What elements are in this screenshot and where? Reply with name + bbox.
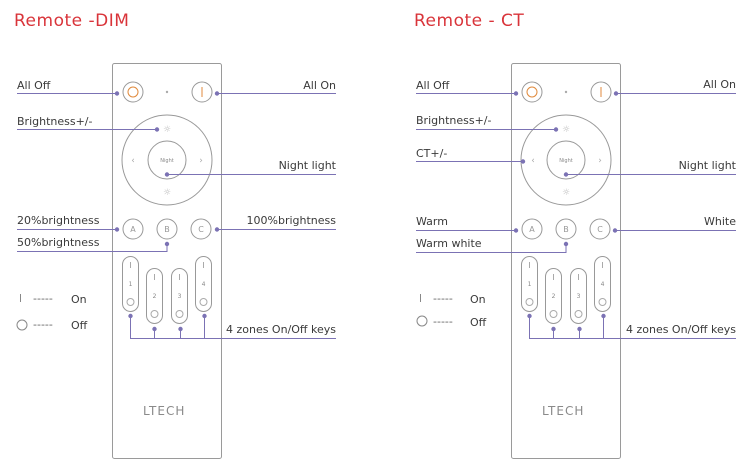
zone-3-key <box>171 268 188 324</box>
dim-legend-dashes-off: ----- <box>33 318 53 331</box>
ct-label-night: Night light <box>678 159 736 172</box>
ct-title: Remote - CT <box>414 11 525 31</box>
dim-legend-on: On <box>71 293 87 306</box>
svg-text:B: B <box>164 225 170 234</box>
all-on-button <box>590 81 612 103</box>
ct-legend-off: Off <box>470 316 487 329</box>
dim-legend-dashes-on: ----- <box>33 292 53 305</box>
svg-text:2: 2 <box>153 293 157 300</box>
night-button <box>546 140 586 180</box>
zone-1-key <box>521 256 538 312</box>
zone-2-key <box>545 268 562 324</box>
svg-text:4: 4 <box>601 281 605 288</box>
brightness-down-icon: ☼ <box>562 188 570 198</box>
dim-label-night: Night light <box>278 159 336 172</box>
ct-leader-dots <box>513 91 619 332</box>
dim-leader-dots <box>114 91 220 332</box>
ct-label-brightness: Brightness+/- <box>416 114 492 127</box>
dim-label-c: 100%brightness <box>246 214 336 227</box>
all-off-button <box>521 81 543 103</box>
zone-2-key <box>146 268 163 324</box>
c-button <box>190 218 212 240</box>
ct-label-ct: CT+/- <box>416 147 448 160</box>
remote-body <box>112 63 222 459</box>
dim-brand-logo: LTECH <box>143 404 186 418</box>
off-icon <box>526 86 538 98</box>
ct-label-all-on: All On <box>703 78 736 91</box>
dim-label-brightness: Brightness+/- <box>17 115 93 128</box>
all-on-button <box>191 81 213 103</box>
dim-title: Remote -DIM <box>14 11 130 31</box>
ct-brand-logo: LTECH <box>542 404 585 418</box>
dim-label-a: 20%brightness <box>17 214 100 227</box>
c-button <box>589 218 611 240</box>
ct-legend-on: On <box>470 293 486 306</box>
zone-4-key <box>594 256 611 312</box>
svg-text:1: 1 <box>528 281 532 288</box>
svg-text:B: B <box>563 225 569 234</box>
remote-body <box>511 63 621 459</box>
svg-text:4: 4 <box>202 281 206 288</box>
left-arrow-icon: ‹ <box>531 156 535 166</box>
svg-text:1: 1 <box>129 281 133 288</box>
dim-label-b: 50%brightness <box>17 236 100 249</box>
control-ring <box>520 114 612 206</box>
svg-text:A: A <box>529 225 535 234</box>
a-button <box>122 218 144 240</box>
svg-text:Night: Night <box>559 158 572 164</box>
night-label: Night <box>160 158 173 164</box>
zone-4-key <box>195 256 212 312</box>
ct-label-zones: 4 zones On/Off keys <box>625 323 736 336</box>
right-arrow-icon: › <box>598 156 602 166</box>
legend-off-icon <box>16 319 28 331</box>
legend-off-icon <box>416 315 428 327</box>
ct-label-b: Warm white <box>416 237 482 250</box>
svg-text:3: 3 <box>178 293 182 300</box>
indicator-led <box>165 90 169 94</box>
brightness-down-icon: ☼ <box>163 188 171 198</box>
dim-label-all-on: All On <box>303 79 336 92</box>
dim-legend-off: Off <box>71 319 88 332</box>
left-arrow-icon: ‹ <box>131 156 135 166</box>
dim-label-all-off: All Off <box>17 79 51 92</box>
indicator-led <box>564 90 568 94</box>
dim-remote: Night ‹ › ☼ ☼ A B C 1 2 3 4 <box>112 63 222 459</box>
ct-label-all-off: All Off <box>416 79 450 92</box>
ct-legend-dashes-off: ----- <box>433 315 453 328</box>
brightness-up-icon: ☼ <box>163 125 171 135</box>
ct-label-c: White <box>704 215 736 228</box>
all-off-button <box>122 81 144 103</box>
b-button <box>156 218 178 240</box>
off-icon <box>127 86 139 98</box>
ct-label-a: Warm <box>416 215 448 228</box>
a-button <box>521 218 543 240</box>
ct-remote: Night ‹ › ☼ ☼ A B C 1 2 3 4 <box>511 63 621 459</box>
control-ring <box>121 114 213 206</box>
b-button <box>555 218 577 240</box>
svg-text:3: 3 <box>577 293 581 300</box>
ct-legend-dashes-on: ----- <box>433 292 453 305</box>
svg-text:C: C <box>597 225 603 234</box>
night-button <box>147 140 187 180</box>
dim-leaders <box>17 93 336 339</box>
svg-text:A: A <box>130 225 136 234</box>
brightness-up-icon: ☼ <box>562 125 570 135</box>
svg-text:C: C <box>198 225 204 234</box>
zone-1-key <box>122 256 139 312</box>
right-arrow-icon: › <box>199 156 203 166</box>
svg-text:2: 2 <box>552 293 556 300</box>
ct-leaders <box>416 93 736 339</box>
dim-label-zones: 4 zones On/Off keys <box>225 323 336 336</box>
zone-3-key <box>570 268 587 324</box>
